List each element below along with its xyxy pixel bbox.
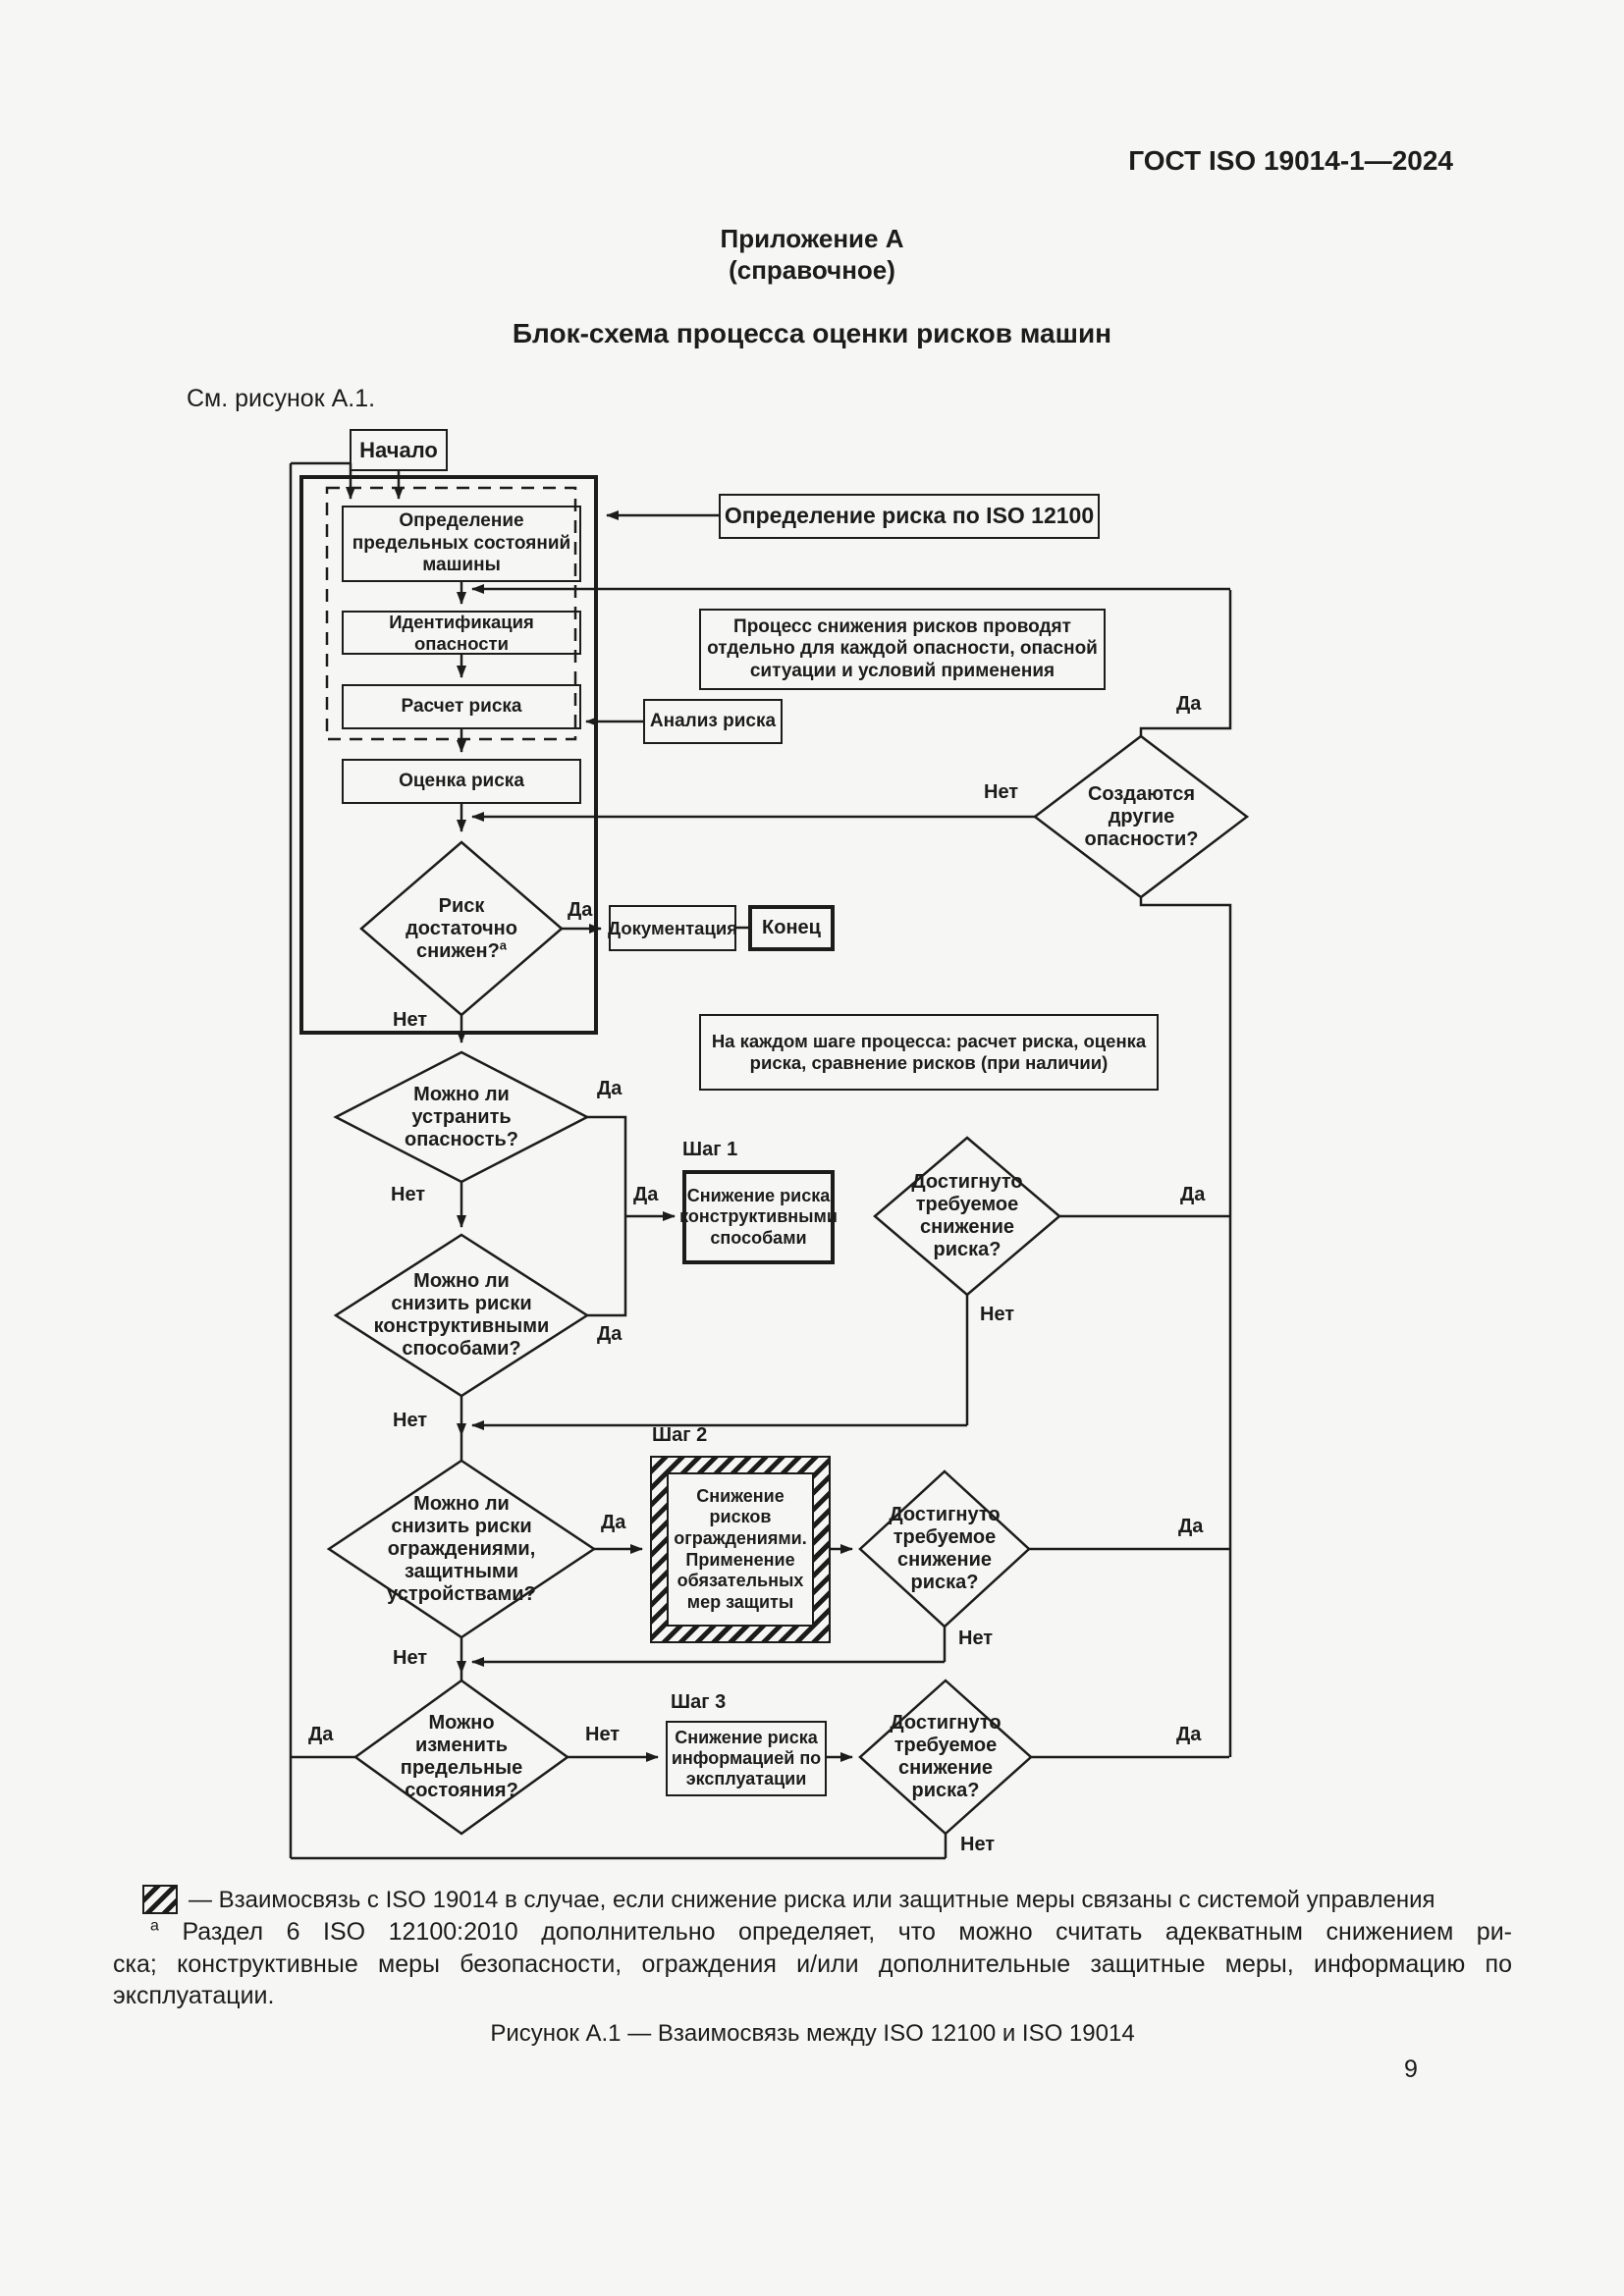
no-label-risk-reduced: Нет <box>393 1009 428 1031</box>
decision-other-hazards-shape <box>1032 734 1250 899</box>
no-label-achieved-1: Нет <box>980 1304 1015 1325</box>
decision-achieved-2-shape <box>858 1469 1031 1629</box>
yes-label-limits-change: Да <box>308 1724 334 1745</box>
risk-analysis-dashed-frame <box>325 486 577 741</box>
decision-eliminate-shape <box>333 1050 590 1184</box>
page-number: 9 <box>1404 2056 1418 2083</box>
node-limits-determination: Определение предельных состояний машины <box>342 506 581 582</box>
node-hazard-identification: Идентификация опасности <box>342 611 581 655</box>
hatch-legend-swatch <box>142 1885 178 1914</box>
risk-assessment-frame <box>299 475 598 1035</box>
decision-design-shape <box>333 1233 590 1398</box>
appendix-note: (справочное) <box>729 255 895 285</box>
decision-limits-change: Можно изменить предельные состояния? <box>400 1712 523 1801</box>
yes-label-eliminate: Да <box>597 1078 623 1099</box>
note-process-per-hazard: Процесс снижения рисков проводят отдельн… <box>699 609 1106 690</box>
decision-achieved-2: Достигнуто требуемое снижение риска? <box>889 1504 1001 1593</box>
yes-collector-line <box>1139 898 1232 1757</box>
yes-label-step1-arrow: Да <box>633 1184 659 1205</box>
footnote-line-1-text: Раздел 6 ISO 12100:2010 дополнительно оп… <box>182 1918 1512 1946</box>
figure-caption: Рисунок А.1 — Взаимосвязь между ISO 1210… <box>490 2020 1135 2047</box>
doc-code: ГОСТ ISO 19014-1—2024 <box>1128 145 1453 176</box>
footnote-line-1: a Раздел 6 ISO 12100:2010 дополнительно … <box>113 1916 1512 1949</box>
decision-risk-reduced: Риск достаточно снижен?a <box>403 891 520 966</box>
decision-achieved-1-shape <box>873 1136 1061 1297</box>
node-risk-calculation: Расчет риска <box>342 684 581 729</box>
step2-label: Шаг 2 <box>652 1424 708 1446</box>
hatch-legend-text: — Взаимосвязь с ISO 19014 в случае, если… <box>189 1887 1435 1913</box>
no-label-other-hazards: Нет <box>984 781 1019 803</box>
start-node: Начало <box>350 429 448 471</box>
node-step2-guard-measures: Снижение рисков ограждениями. Применение… <box>667 1472 814 1627</box>
page-title: Блок-схема процесса оценки рисков машин <box>512 318 1112 348</box>
node-step2-hatched-frame: Снижение рисков ограждениями. Применение… <box>650 1456 831 1643</box>
yes-label-achieved-2: Да <box>1178 1516 1204 1537</box>
decision-other-hazards: Создаются другие опасности? <box>1084 782 1199 850</box>
decision-risk-reduced-shape <box>359 840 564 1017</box>
no-label-limits-change: Нет <box>585 1724 621 1745</box>
footnote-block: a Раздел 6 ISO 12100:2010 дополнительно … <box>113 1916 1512 2012</box>
decision-limits-change-shape <box>352 1679 570 1836</box>
no-label-design: Нет <box>393 1410 428 1431</box>
yes-merge-elbow <box>587 1115 627 1317</box>
footnote-marker: a <box>150 1917 159 1935</box>
decision-achieved-3: Достигнуто требуемое снижение риска? <box>890 1712 1001 1801</box>
appendix-title: Приложение А <box>720 224 904 253</box>
node-step3-information: Снижение риска информацией по эксплуатац… <box>666 1721 827 1796</box>
no-label-achieved-3: Нет <box>960 1834 996 1855</box>
yes-label-achieved-1: Да <box>1180 1184 1206 1205</box>
node-iso12100-risk-determination: Определение риска по ISO 12100 <box>719 494 1100 539</box>
end-node: Конец <box>748 905 835 951</box>
decision-risk-reduced-text: Риск достаточно снижен? <box>406 894 517 962</box>
yes-label-other-hazards: Да <box>1176 693 1202 715</box>
see-figure-note: См. рисунок А.1. <box>187 385 376 412</box>
decision-achieved-1: Достигнуто требуемое снижение риска? <box>911 1171 1023 1260</box>
decision-eliminate: Можно ли устранить опасность? <box>405 1083 519 1150</box>
yes-label-design: Да <box>597 1323 623 1345</box>
no-label-guard: Нет <box>393 1647 428 1669</box>
step1-label: Шаг 1 <box>682 1139 738 1160</box>
yes-label-achieved-3: Да <box>1176 1724 1202 1745</box>
node-step1-design-measures: Снижение риска конструктивными способами <box>679 1170 838 1264</box>
no-label-eliminate: Нет <box>391 1184 426 1205</box>
footnote-ref-a: a <box>499 936 508 952</box>
node-documentation: Документация <box>608 905 737 951</box>
decision-guard: Можно ли снизить риски ограждениями, защ… <box>387 1492 536 1605</box>
footnote-line-2: ска; конструктивные меры безопасности, о… <box>113 1949 1512 1978</box>
decision-achieved-3-shape <box>858 1679 1033 1836</box>
step3-label: Шаг 3 <box>671 1691 727 1713</box>
yes-label-risk-reduced: Да <box>568 899 593 921</box>
node-risk-evaluation: Оценка риска <box>342 759 581 804</box>
decision-design: Можно ли снизить риски конструктивными с… <box>373 1270 550 1360</box>
footnote-line-3: эксплуатации. <box>113 1982 275 2009</box>
yes-label-guard: Да <box>601 1512 626 1533</box>
decision-guard-shape <box>326 1459 597 1639</box>
note-each-step: На каждом шаге процесса: расчет риска, о… <box>699 1014 1159 1091</box>
no-label-achieved-2: Нет <box>958 1628 994 1649</box>
other-hazards-yes-line <box>1139 590 1232 736</box>
label-risk-analysis: Анализ риска <box>643 699 783 744</box>
